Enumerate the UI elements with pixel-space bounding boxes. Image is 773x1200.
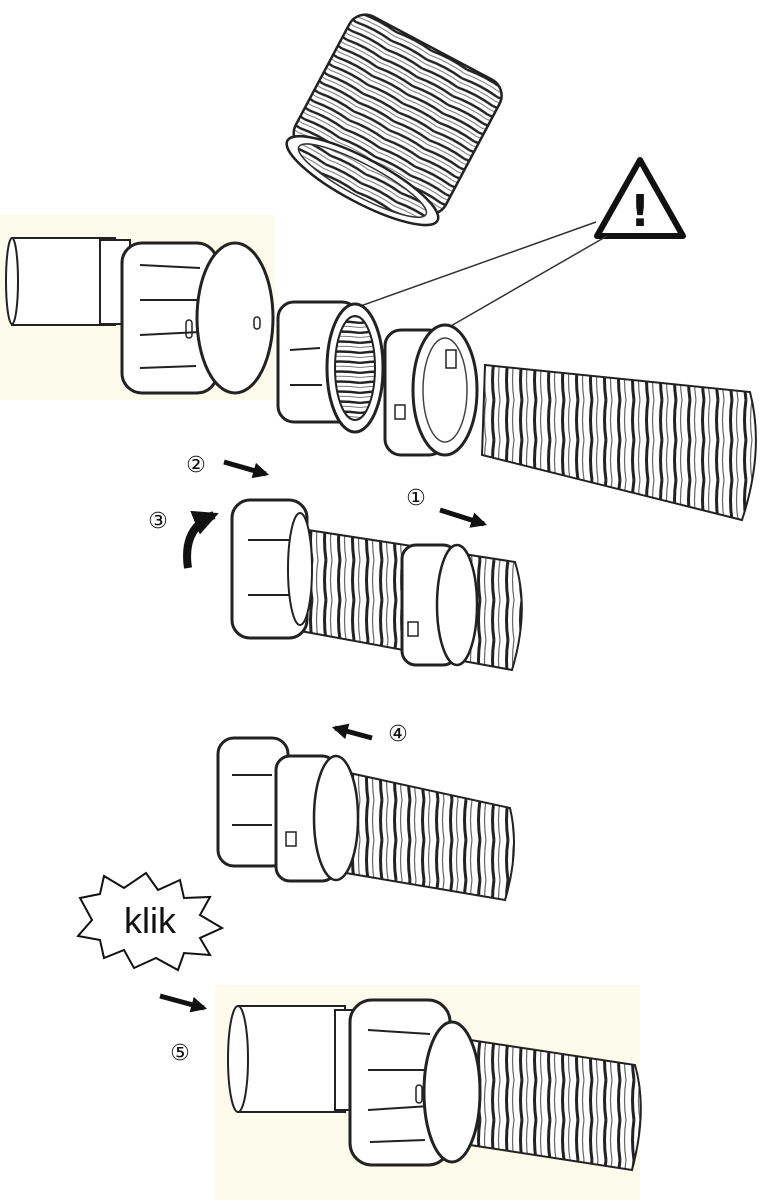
step-4-label: ④ [388,722,408,747]
assembly-stage-1 [230,498,523,672]
arrow-right-icon [223,459,270,479]
step-5-label: ⑤ [170,1041,190,1066]
arrow-right-icon [439,507,488,528]
step-2-label: ② [186,453,206,478]
locking-nut [383,323,479,457]
threaded-ring [276,300,385,434]
assembly-stage-5 [215,985,642,1200]
arrow-left-icon [331,723,373,741]
rotate-arrow-icon [183,510,219,569]
tool-end-connector [0,215,275,400]
warning-pointer-ring [354,221,597,309]
spiral-coil [285,13,503,227]
warning-triangle-icon: ! [354,157,686,339]
corrugated-hose [480,363,757,522]
assembly-stage-4 [216,736,515,902]
starburst-icon: klik [76,871,225,972]
klik-label: klik [124,900,177,941]
arrow-right-icon [159,993,208,1013]
step-1-label: ① [406,486,426,511]
warning-symbol: ! [630,186,650,237]
warning-pointer-nut [429,235,608,339]
step-3-label: ③ [148,509,168,534]
